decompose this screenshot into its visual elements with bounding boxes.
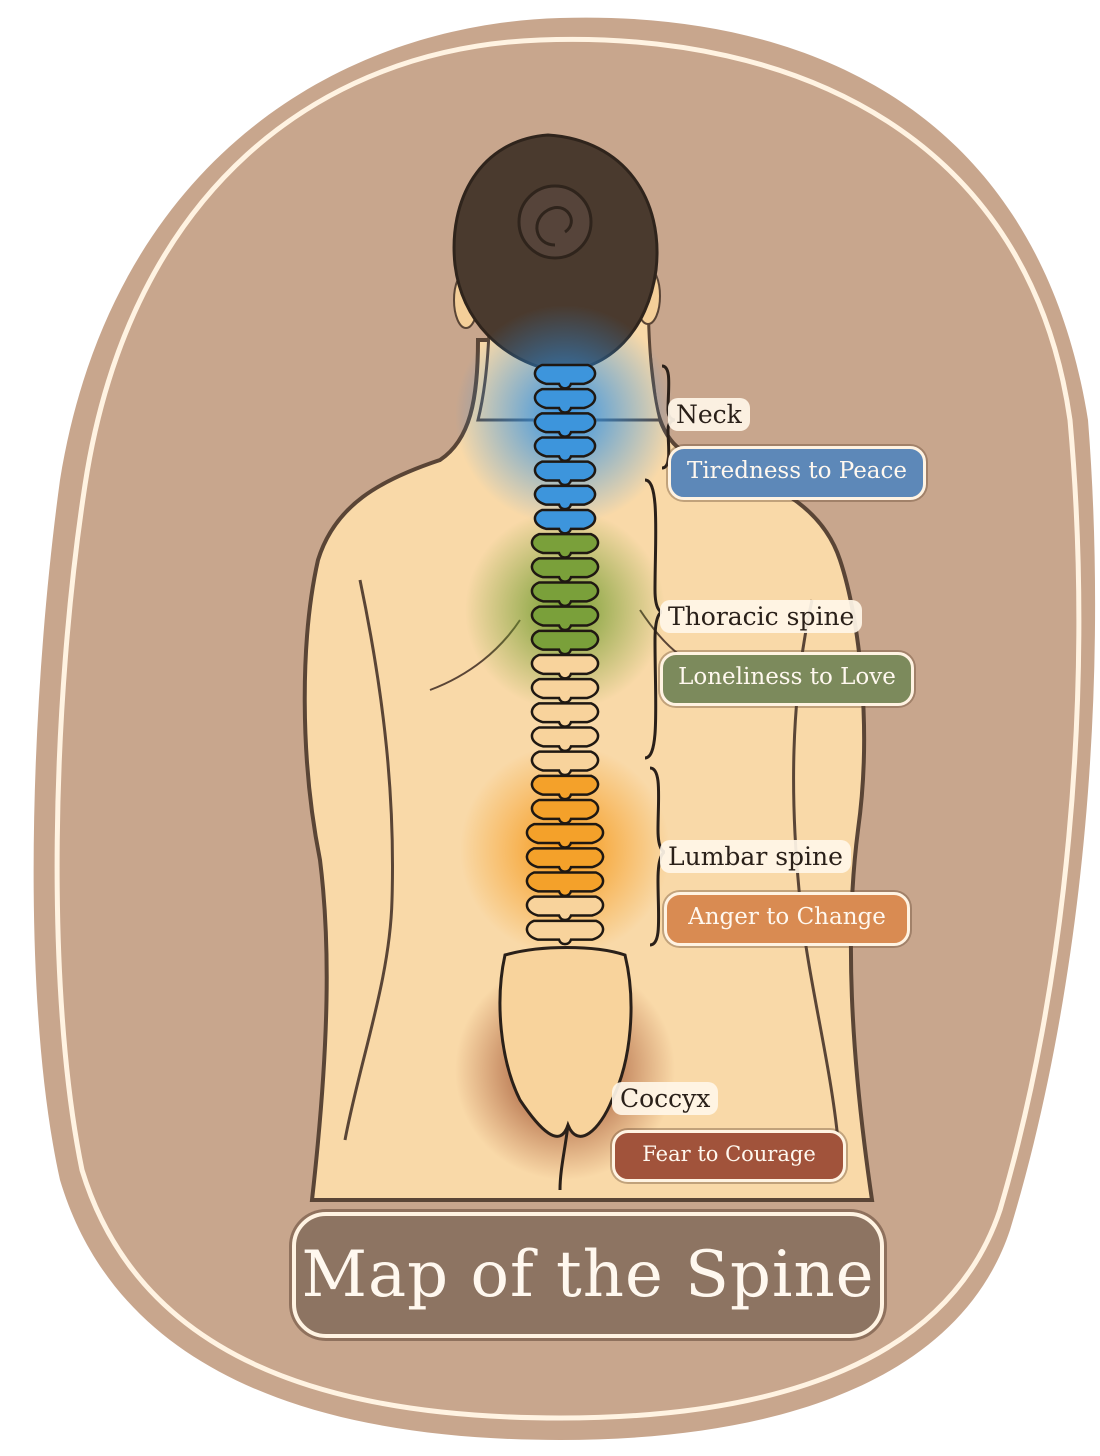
emotion-pill-lumbar: Anger to Change bbox=[664, 892, 910, 946]
region-label-thoracic: Thoracic spine bbox=[660, 600, 862, 633]
spine-vertebrae bbox=[527, 365, 603, 944]
emotion-pill-thoracic: Loneliness to Love bbox=[660, 652, 914, 706]
vertebra bbox=[527, 824, 603, 847]
region-label-neck: Neck bbox=[668, 398, 750, 431]
region-label-lumbar: Lumbar spine bbox=[660, 840, 851, 873]
vertebra bbox=[527, 848, 603, 871]
hair-bun bbox=[519, 186, 591, 258]
vertebra bbox=[527, 873, 603, 896]
emotion-pill-coccyx: Fear to Courage bbox=[612, 1130, 846, 1182]
region-label-coccyx: Coccyx bbox=[612, 1082, 718, 1115]
vertebra bbox=[527, 921, 603, 944]
title-banner: Map of the Spine bbox=[292, 1212, 884, 1338]
vertebra bbox=[527, 897, 603, 920]
emotion-pill-neck: Tiredness to Peace bbox=[668, 446, 926, 500]
page-title: Map of the Spine bbox=[301, 1238, 874, 1312]
